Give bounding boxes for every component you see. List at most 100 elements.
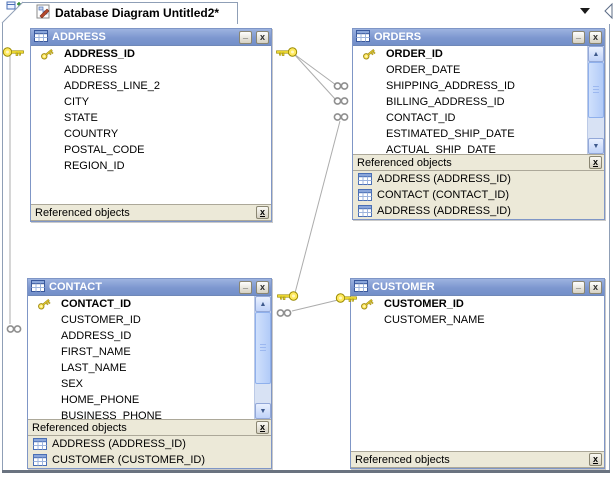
referenced-objects-bar[interactable]: Referenced objects x [31, 204, 271, 221]
scroll-down-button[interactable]: ▼ [588, 138, 604, 154]
referenced-object-label: ADDRESS (ADDRESS_ID) [377, 173, 511, 185]
table-icon [356, 29, 370, 45]
column-row-country[interactable]: COUNTRY [31, 126, 271, 142]
column-row-customer_id[interactable]: CUSTOMER_ID [351, 296, 604, 312]
column-row-state[interactable]: STATE [31, 110, 271, 126]
panel-close-button[interactable]: x [589, 453, 602, 466]
minimize-button[interactable]: _ [239, 280, 252, 294]
column-row-order_id[interactable]: ORDER_ID [353, 46, 604, 62]
vertical-scrollbar[interactable]: ▲ ▼ [587, 46, 604, 154]
referenced-object-row[interactable]: CUSTOMER (CUSTOMER_ID) [28, 452, 271, 468]
table-icon [354, 279, 368, 295]
minimize-button[interactable]: _ [572, 30, 585, 44]
document-tab[interactable]: Database Diagram Untitled2* [6, 1, 236, 23]
column-label: CUSTOMER_NAME [384, 314, 485, 326]
thumb-grip-icon [593, 86, 599, 94]
tab-title: Database Diagram Untitled2* [55, 6, 220, 20]
referenced-object-label: ADDRESS (ADDRESS_ID) [52, 438, 186, 450]
scroll-up-button[interactable]: ▲ [588, 46, 604, 62]
column-label: CUSTOMER_ID [384, 298, 464, 310]
diagram-corner-icon [6, 1, 22, 18]
referenced-object-label: CUSTOMER (CUSTOMER_ID) [52, 454, 205, 466]
tab-list-dropdown-icon[interactable] [580, 8, 590, 14]
minimize-button[interactable]: _ [239, 30, 252, 44]
referenced-objects-bar[interactable]: Referenced objects x [351, 451, 604, 468]
scroll-thumb[interactable] [588, 62, 604, 118]
referenced-objects-bar[interactable]: Referenced objects x [28, 419, 271, 436]
column-label: REGION_ID [64, 160, 125, 172]
scroll-down-button[interactable]: ▼ [255, 403, 271, 419]
column-label: ADDRESS_ID [61, 330, 132, 342]
table-icon [31, 279, 45, 295]
scroll-up-button[interactable]: ▲ [255, 296, 271, 312]
column-label: SHIPPING_ADDRESS_ID [386, 80, 515, 92]
column-row-contact_id[interactable]: CONTACT_ID [353, 110, 604, 126]
column-row-address[interactable]: ADDRESS [31, 62, 271, 78]
primary-key-icon [360, 298, 374, 315]
column-row-billing_address_id[interactable]: BILLING_ADDRESS_ID [353, 94, 604, 110]
column-label: ADDRESS [64, 64, 118, 76]
column-row-address_id[interactable]: ADDRESS_ID [31, 46, 271, 62]
table-icon [358, 205, 372, 219]
column-row-customer_id[interactable]: CUSTOMER_ID [28, 312, 271, 328]
column-row-region_id[interactable]: REGION_ID [31, 158, 271, 174]
column-list: CUSTOMER_ID CUSTOMER_NAME [351, 296, 604, 451]
scroll-left-partial-icon[interactable] [604, 2, 613, 20]
column-row-city[interactable]: CITY [31, 94, 271, 110]
thumb-grip-icon [260, 344, 266, 352]
scroll-thumb[interactable] [255, 312, 271, 384]
column-label: CONTACT_ID [386, 112, 456, 124]
column-label: ACTUAL_SHIP_DATE [386, 144, 496, 154]
column-row-estimated_ship_date[interactable]: ESTIMATED_SHIP_DATE [353, 126, 604, 142]
referenced-object-row[interactable]: ADDRESS (ADDRESS_ID) [353, 171, 604, 187]
table-icon [34, 29, 48, 45]
entity-title: ADDRESS [52, 31, 106, 43]
column-row-postal_code[interactable]: POSTAL_CODE [31, 142, 271, 158]
customer-titlebar[interactable]: CUSTOMER _ x [351, 279, 604, 296]
referenced-object-label: ADDRESS (ADDRESS_ID) [377, 205, 511, 217]
table-icon [33, 438, 47, 455]
close-button[interactable]: x [256, 280, 269, 294]
panel-close-button[interactable]: x [589, 156, 602, 169]
arrow-down-icon: ▼ [259, 408, 267, 415]
referenced-objects-bar[interactable]: Referenced objects x [353, 154, 604, 171]
column-row-customer_name[interactable]: CUSTOMER_NAME [351, 312, 604, 328]
column-row-address_id[interactable]: ADDRESS_ID [28, 328, 271, 344]
panel-close-button[interactable]: x [256, 206, 269, 219]
referenced-object-row[interactable]: ADDRESS (ADDRESS_ID) [28, 436, 271, 452]
column-row-sex[interactable]: SEX [28, 376, 271, 392]
column-row-contact_id[interactable]: CONTACT_ID [28, 296, 271, 312]
column-row-shipping_address_id[interactable]: SHIPPING_ADDRESS_ID [353, 78, 604, 94]
panel-close-button[interactable]: x [256, 421, 269, 434]
column-row-business_phone[interactable]: BUSINESS_PHONE [28, 408, 271, 419]
column-row-order_date[interactable]: ORDER_DATE [353, 62, 604, 78]
close-button[interactable]: x [256, 30, 269, 44]
column-row-address_line_2[interactable]: ADDRESS_LINE_2 [31, 78, 271, 94]
orders-titlebar[interactable]: ORDERS _ x [353, 29, 604, 46]
column-row-home_phone[interactable]: HOME_PHONE [28, 392, 271, 408]
primary-key-icon [37, 298, 51, 315]
referenced-objects-label: Referenced objects [35, 206, 130, 219]
referenced-object-row[interactable]: ADDRESS (ADDRESS_ID) [353, 203, 604, 219]
frame-bottom-shadow [2, 470, 610, 473]
close-button[interactable]: x [589, 280, 602, 294]
entity-window-customer: CUSTOMER _ x CUSTOMER_ID CUSTOMER_NAME Re… [350, 278, 605, 469]
contact-titlebar[interactable]: CONTACT _ x [28, 279, 271, 296]
entity-title: CONTACT [49, 281, 102, 293]
frame-left-border [2, 23, 3, 471]
vertical-scrollbar[interactable]: ▲ ▼ [254, 296, 271, 419]
close-button[interactable]: x [589, 30, 602, 44]
referenced-object-row[interactable]: CONTACT (CONTACT_ID) [353, 187, 604, 203]
column-row-last_name[interactable]: LAST_NAME [28, 360, 271, 376]
table-icon [33, 454, 47, 468]
column-row-first_name[interactable]: FIRST_NAME [28, 344, 271, 360]
entity-title: CUSTOMER [372, 281, 435, 293]
table-icon [358, 189, 372, 206]
column-row-actual_ship_date[interactable]: ACTUAL_SHIP_DATE [353, 142, 604, 154]
minimize-button[interactable]: _ [572, 280, 585, 294]
address-titlebar[interactable]: ADDRESS _ x [31, 29, 271, 46]
column-label: BILLING_ADDRESS_ID [386, 96, 505, 108]
